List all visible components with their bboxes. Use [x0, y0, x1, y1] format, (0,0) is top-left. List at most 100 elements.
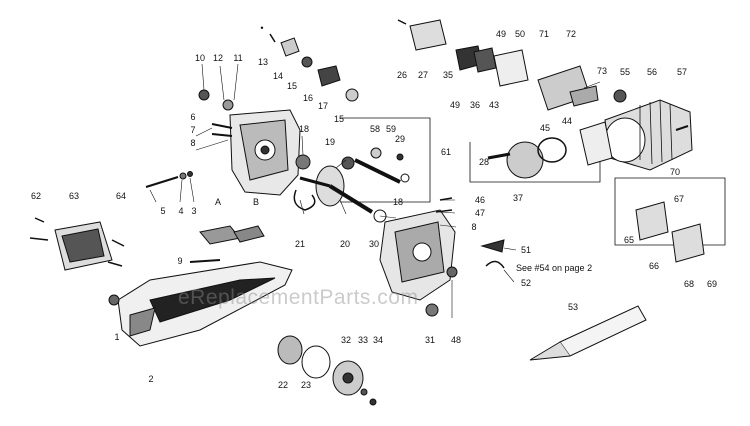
watermark: eReplacementParts.com — [178, 286, 419, 309]
bearing — [341, 156, 355, 170]
callout-44: 44 — [561, 116, 573, 126]
oil-pump-parts — [269, 33, 359, 102]
callout-29: 29 — [394, 134, 406, 144]
callout-16: 16 — [302, 93, 314, 103]
callout-49: 49 — [495, 29, 507, 39]
callout-31: 31 — [424, 335, 436, 345]
part-51 — [480, 239, 505, 253]
callout-14: 14 — [272, 71, 284, 81]
part-66 — [635, 201, 669, 241]
part-68 — [671, 223, 705, 263]
callout-51: 51 — [520, 245, 532, 255]
callout-13-dot: • — [260, 23, 264, 33]
crankcase-left-half — [229, 109, 301, 196]
callout-50: 50 — [514, 29, 526, 39]
callout-59: 59 — [385, 124, 397, 134]
nut-1 — [108, 294, 120, 306]
callout-box-70 — [614, 177, 726, 246]
callout-2: 2 — [148, 374, 154, 384]
callout-18b: 18 — [392, 197, 404, 207]
callout-35: 35 — [442, 70, 454, 80]
spark-plug-55 — [613, 89, 627, 103]
callout-8b: 8 — [471, 222, 477, 232]
callout-63: 63 — [68, 191, 80, 201]
callout-10: 10 — [194, 53, 206, 63]
callout-23: 23 — [300, 380, 312, 390]
callout-9: 9 — [177, 256, 183, 266]
screw-12 — [222, 99, 234, 111]
callout-27: 27 — [417, 70, 429, 80]
callout-36: 36 — [469, 100, 481, 110]
callout-57: 57 — [676, 67, 688, 77]
part-52 — [485, 260, 505, 269]
callout-32: 32 — [340, 335, 352, 345]
gasket-a — [199, 225, 241, 245]
callout-3: 3 — [191, 206, 197, 216]
callout-11: 11 — [233, 53, 243, 63]
wire-spring — [293, 189, 316, 211]
callout-56: 56 — [646, 67, 658, 77]
crankshaft — [299, 165, 374, 214]
callout-49b: 49 — [449, 100, 461, 110]
callout-5: 5 — [160, 206, 166, 216]
callout-43: 43 — [488, 100, 500, 110]
clip — [400, 173, 410, 183]
nut-3 — [187, 171, 193, 177]
callout-62: 62 — [30, 191, 42, 201]
callout-61: 61 — [440, 147, 452, 157]
callout-55: 55 — [619, 67, 631, 77]
pin — [396, 153, 404, 161]
callout-21: 21 — [294, 239, 306, 249]
callout-73: 73 — [596, 66, 608, 76]
screw-26 — [397, 19, 407, 25]
callout-1: 1 — [114, 332, 120, 342]
callout-box-61 — [340, 117, 431, 203]
washer — [370, 147, 382, 159]
callout-53: 53 — [567, 302, 579, 312]
clutch-assembly — [277, 335, 377, 406]
callout-33: 33 — [357, 335, 369, 345]
muffler-assembly — [409, 19, 599, 111]
see-page-2-note: See #54 on page 2 — [516, 263, 593, 273]
callout-4: 4 — [178, 206, 184, 216]
callout-28: 28 — [478, 157, 490, 167]
connecting-rod — [354, 158, 401, 184]
callout-20: 20 — [339, 239, 351, 249]
front-handle-cover — [54, 221, 113, 271]
bolt-57 — [675, 125, 689, 131]
callout-69: 69 — [706, 279, 718, 289]
screw-5 — [145, 176, 179, 188]
crankcase-right-half — [379, 209, 456, 301]
callout-19: 19 — [324, 137, 336, 147]
callout-30: 30 — [368, 239, 380, 249]
callout-72: 72 — [565, 29, 577, 39]
rear-handle-housing — [117, 261, 293, 347]
callout-b: B — [252, 197, 260, 207]
callout-66: 66 — [648, 261, 660, 271]
leader-lines — [149, 63, 601, 318]
callout-22: 22 — [277, 380, 289, 390]
callout-52: 52 — [520, 278, 532, 288]
sealant-tube — [529, 305, 647, 361]
callout-45: 45 — [539, 123, 551, 133]
callout-15b: 15 — [333, 114, 345, 124]
callout-47: 47 — [474, 208, 486, 218]
callout-58: 58 — [369, 124, 381, 134]
callout-70: 70 — [669, 167, 681, 177]
callout-12: 12 — [212, 53, 224, 63]
callout-6: 6 — [190, 112, 196, 122]
cylinder-gasket — [579, 121, 613, 166]
callout-34: 34 — [372, 335, 384, 345]
callout-67: 67 — [673, 194, 685, 204]
callout-a: A — [214, 197, 222, 207]
callout-48: 48 — [450, 335, 462, 345]
callout-65: 65 — [623, 235, 635, 245]
seal-48 — [446, 266, 458, 278]
wrist-pin — [487, 152, 511, 160]
callout-13: 13 — [257, 57, 269, 67]
callout-71: 71 — [538, 29, 550, 39]
screw-47 — [435, 209, 453, 213]
callout-8: 8 — [190, 138, 196, 148]
